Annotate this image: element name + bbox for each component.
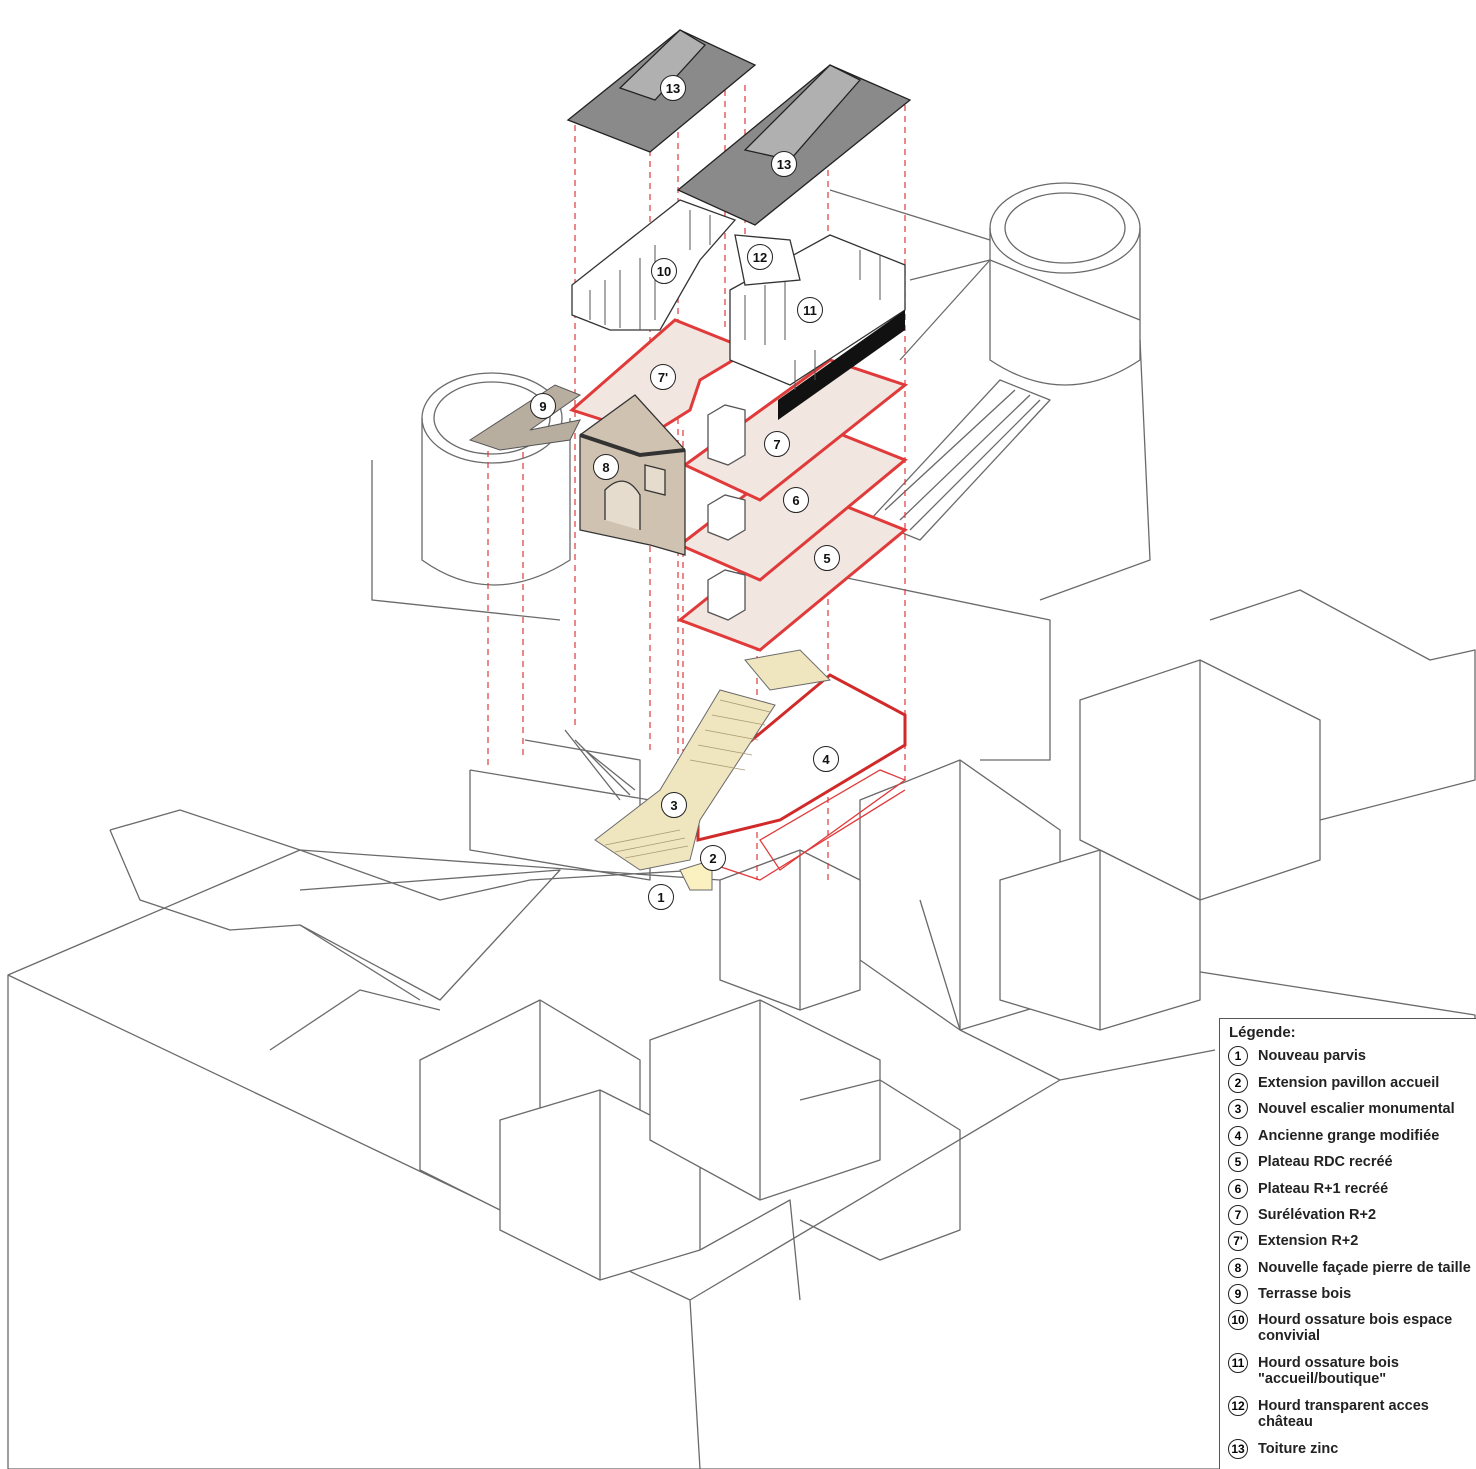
legend-label: Plateau R+1 recréé bbox=[1258, 1181, 1389, 1197]
legend-number: 3 bbox=[1228, 1099, 1248, 1119]
callout-5: 5 bbox=[814, 545, 840, 571]
legend-item: 1 Nouveau parvis bbox=[1228, 1046, 1476, 1066]
legend-number: 6 bbox=[1228, 1179, 1248, 1199]
floor-plate-7 bbox=[682, 358, 909, 502]
legend-label: Extension pavillon accueil bbox=[1258, 1075, 1440, 1091]
callout-7p: 7' bbox=[650, 364, 676, 390]
elevator-shafts bbox=[707, 404, 746, 621]
callout-9: 9 bbox=[530, 393, 556, 419]
legend-item: 7' Extension R+2 bbox=[1228, 1231, 1476, 1251]
legend-number: 11 bbox=[1228, 1353, 1248, 1373]
legend-number: 1 bbox=[1228, 1046, 1248, 1066]
callout-2: 2 bbox=[700, 845, 726, 871]
callout-1: 1 bbox=[648, 884, 674, 910]
legend-number: 10 bbox=[1228, 1310, 1248, 1330]
legend-label: Extension R+2 bbox=[1258, 1233, 1359, 1249]
legend-number: 2 bbox=[1228, 1073, 1248, 1093]
zinc-roof-right bbox=[676, 64, 912, 226]
callout-3: 3 bbox=[661, 792, 687, 818]
legend-label: Toiture zinc bbox=[1258, 1441, 1339, 1457]
legend-number: 4 bbox=[1228, 1126, 1248, 1146]
legend-label: Terrasse bois bbox=[1258, 1286, 1352, 1302]
legend-item: 8 Nouvelle façade pierre de taille bbox=[1228, 1258, 1476, 1278]
legend-item: 11 Hourd ossature bois "accueil/boutique… bbox=[1228, 1353, 1438, 1387]
tower-stairs bbox=[869, 379, 1051, 541]
legend-label: Nouvelle façade pierre de taille bbox=[1258, 1260, 1471, 1276]
legend-item: 12 Hourd transparent acces château bbox=[1228, 1396, 1453, 1430]
legend-item: 2 Extension pavillon accueil bbox=[1228, 1073, 1476, 1093]
courtyard-wall bbox=[469, 769, 651, 881]
legend-number: 12 bbox=[1228, 1396, 1248, 1416]
callout-13-right: 13 bbox=[771, 151, 797, 177]
legend-label: Hourd ossature bois espace convivial bbox=[1258, 1312, 1453, 1344]
callout-12: 12 bbox=[747, 244, 773, 270]
legend-number: 9 bbox=[1228, 1284, 1248, 1304]
legend-number: 5 bbox=[1228, 1152, 1248, 1172]
right-tower-top bbox=[989, 182, 1141, 274]
callout-13-left: 13 bbox=[660, 75, 686, 101]
callout-6: 6 bbox=[783, 487, 809, 513]
legend-item: 4 Ancienne grange modifiée bbox=[1228, 1126, 1476, 1146]
callout-11: 11 bbox=[797, 297, 823, 323]
legend-label: Nouvel escalier monumental bbox=[1258, 1101, 1455, 1117]
legend-item: 6 Plateau R+1 recréé bbox=[1228, 1179, 1476, 1199]
legend-number: 7 bbox=[1228, 1205, 1248, 1225]
legend-item: 7 Surélévation R+2 bbox=[1228, 1205, 1476, 1225]
legend-label: Surélévation R+2 bbox=[1258, 1207, 1377, 1223]
legend-number: 7' bbox=[1228, 1231, 1248, 1251]
legend-number: 8 bbox=[1228, 1258, 1248, 1278]
legend-title: Légende: bbox=[1229, 1024, 1296, 1041]
legend: Légende: 1 Nouveau parvis 2 Extension pa… bbox=[1219, 1018, 1476, 1469]
legend-label: Nouveau parvis bbox=[1258, 1048, 1366, 1064]
callout-4: 4 bbox=[813, 746, 839, 772]
legend-item: 3 Nouvel escalier monumental bbox=[1228, 1099, 1476, 1119]
callout-10: 10 bbox=[651, 258, 677, 284]
house-c bbox=[1209, 589, 1476, 821]
legend-number: 13 bbox=[1228, 1439, 1248, 1459]
stone-facade bbox=[579, 394, 686, 556]
legend-item: 10 Hourd ossature bois espace convivial bbox=[1228, 1310, 1458, 1344]
legend-label: Plateau RDC recréé bbox=[1258, 1154, 1393, 1170]
callout-8: 8 bbox=[593, 454, 619, 480]
house-e bbox=[919, 899, 1061, 1081]
callout-7: 7 bbox=[764, 431, 790, 457]
legend-label: Ancienne grange modifiée bbox=[1258, 1128, 1440, 1144]
legend-label: Hourd transparent acces château bbox=[1258, 1398, 1429, 1430]
legend-item: 13 Toiture zinc bbox=[1228, 1439, 1476, 1459]
barn-extension bbox=[696, 673, 907, 842]
legend-item: 5 Plateau RDC recréé bbox=[1228, 1152, 1476, 1172]
legend-label: Hourd ossature bois "accueil/boutique" bbox=[1258, 1355, 1399, 1387]
legend-item: 9 Terrasse bois bbox=[1228, 1284, 1476, 1304]
